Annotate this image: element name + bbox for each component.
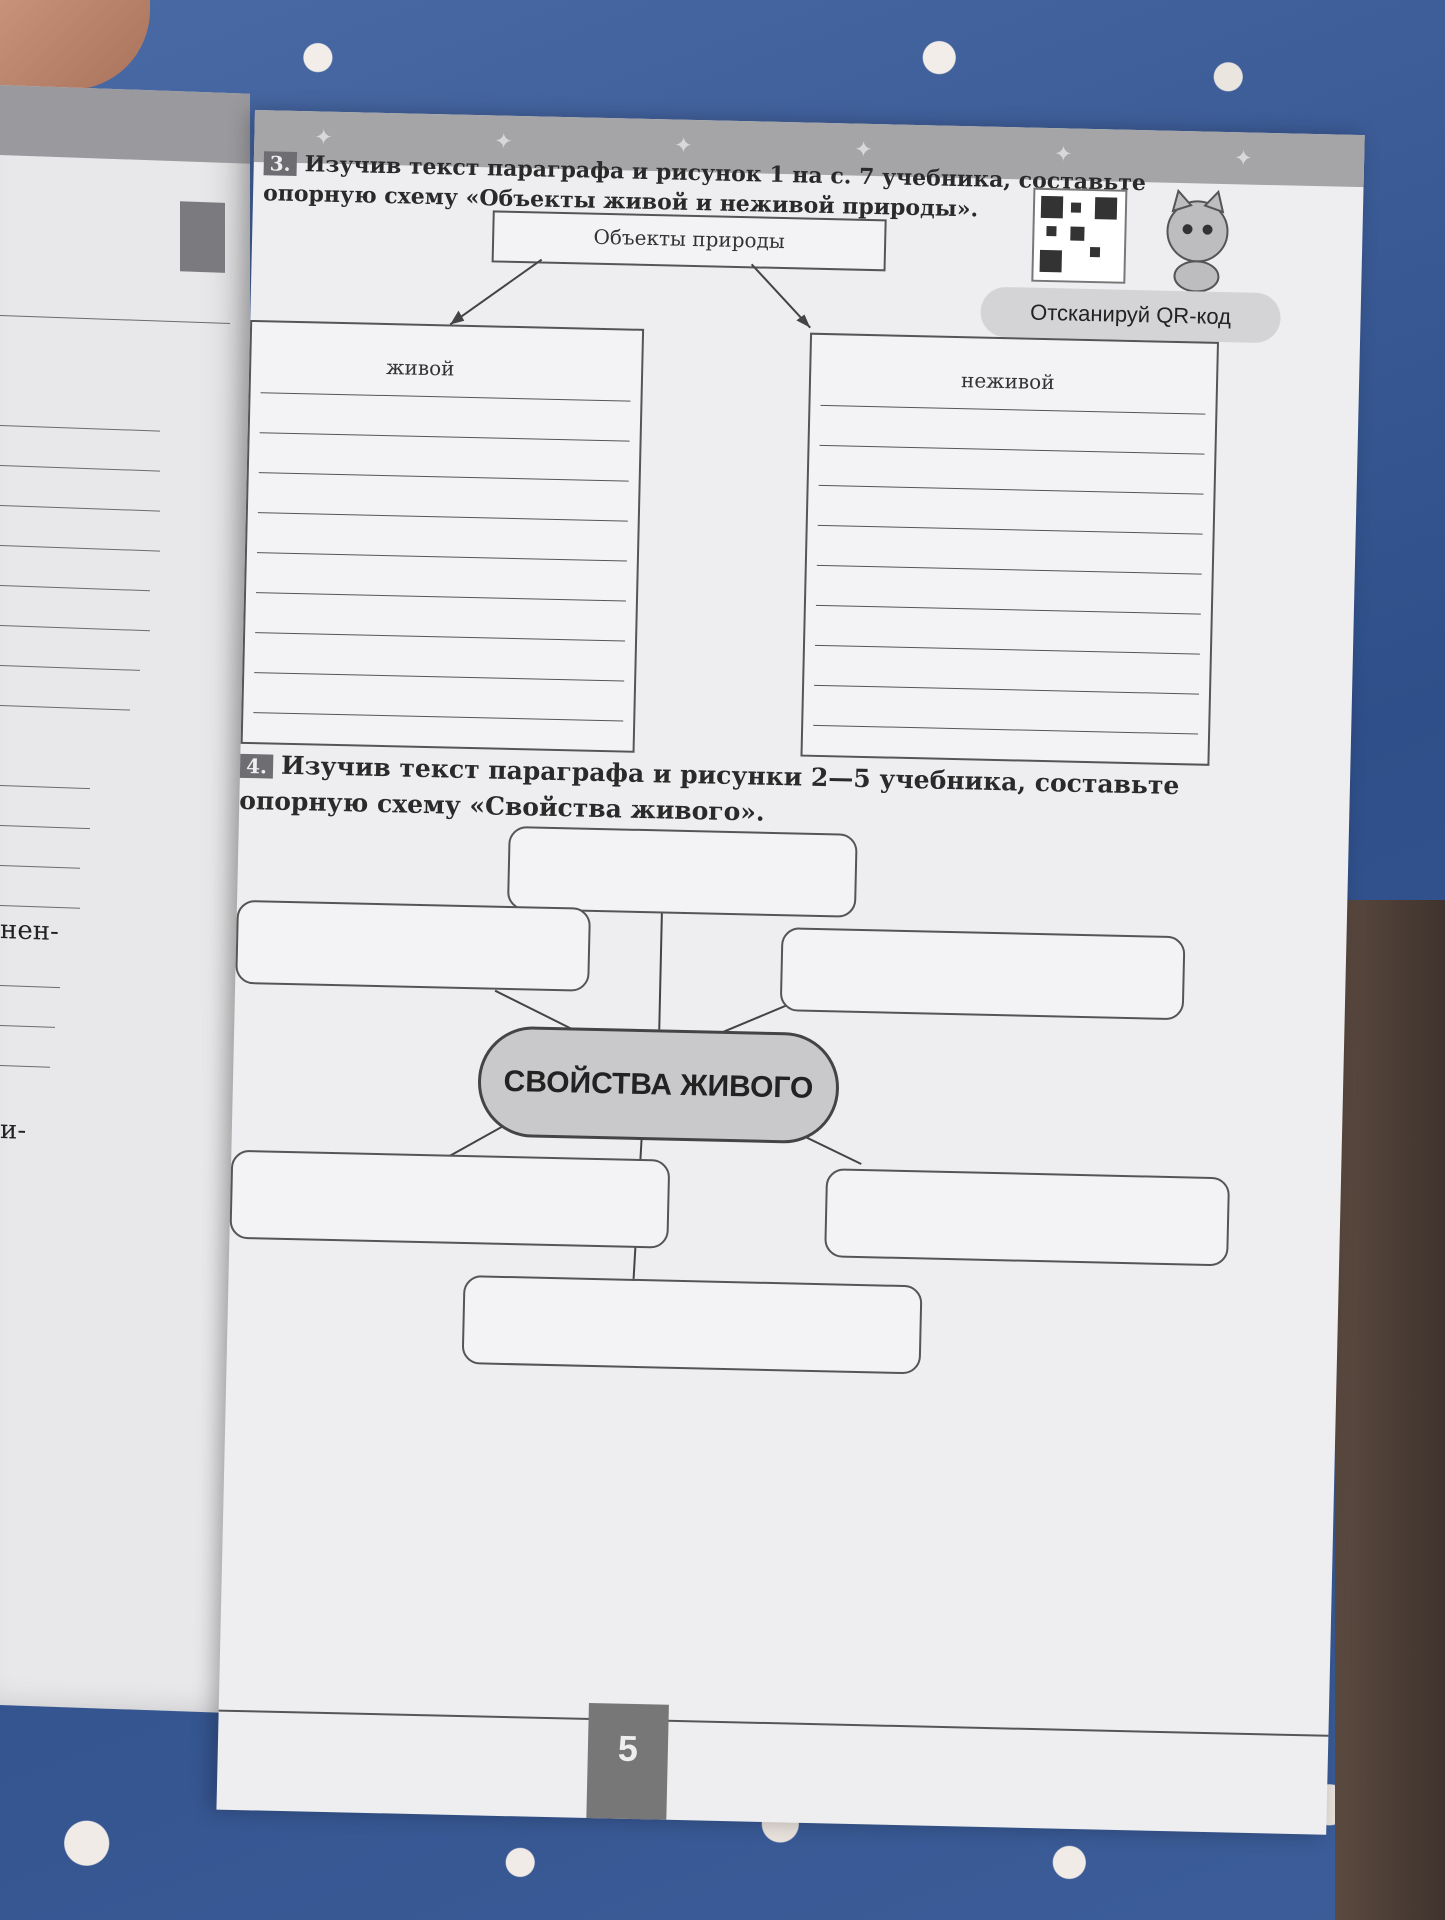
property-box-right-top[interactable] <box>779 927 1186 1021</box>
left-rule <box>0 785 90 790</box>
left-rule <box>0 1065 50 1068</box>
property-box-right-bottom[interactable] <box>824 1168 1231 1267</box>
workbook-page: ✦ ✦ ✦ ✦ ✦ ✦ 3.Изучив текст параграфа и р… <box>216 110 1365 1835</box>
property-box-bottom[interactable] <box>461 1275 923 1375</box>
center-concept: СВОЙСТВА ЖИВОГО <box>476 1025 841 1145</box>
left-rule <box>0 865 80 869</box>
left-rule <box>0 585 150 592</box>
couch <box>1335 900 1445 1920</box>
cat-mascot-icon <box>1166 188 1229 293</box>
left-rule <box>0 545 160 552</box>
left-rule <box>0 905 80 909</box>
left-rule <box>0 1025 55 1028</box>
left-page-tab <box>180 201 225 273</box>
page-number: 5 <box>586 1702 669 1820</box>
left-rule <box>0 985 60 989</box>
left-rule <box>0 665 140 671</box>
left-rule <box>0 825 90 830</box>
left-text-fragment: нен- <box>0 915 59 948</box>
property-box-left-top[interactable] <box>235 899 591 992</box>
left-rule <box>0 505 160 512</box>
left-rule <box>0 465 160 472</box>
property-box-top[interactable] <box>506 825 858 918</box>
left-rule <box>0 625 150 632</box>
scheme3-arrows <box>449 258 811 329</box>
left-rule <box>0 425 160 432</box>
left-page: нен- и- <box>0 85 250 1714</box>
left-page-band <box>0 85 250 164</box>
left-text-fragment: и- <box>0 1115 27 1146</box>
left-rule <box>0 705 130 711</box>
left-rule <box>0 315 230 325</box>
property-box-left-bottom[interactable] <box>229 1149 671 1249</box>
